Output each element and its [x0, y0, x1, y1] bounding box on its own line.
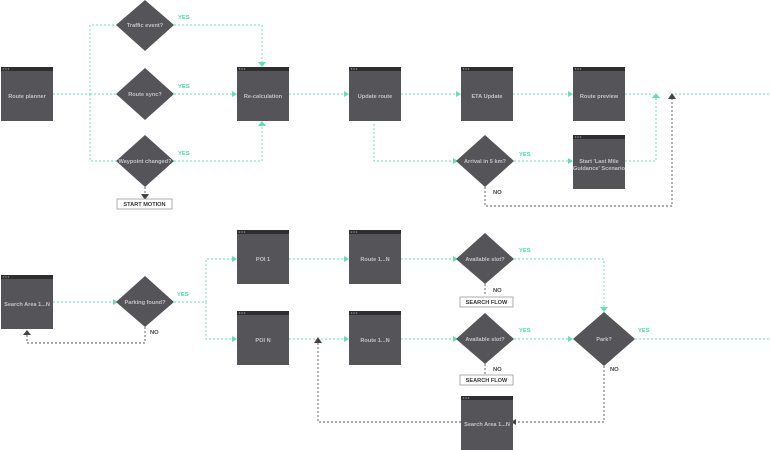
svg-text:Arrival in 5 km?: Arrival in 5 km?	[464, 159, 507, 165]
svg-text:NO: NO	[493, 190, 502, 196]
svg-text:Guidance' Scenario: Guidance' Scenario	[573, 166, 626, 172]
decision-available-slot-top[interactable]: Available slot?	[456, 233, 514, 284]
decision-arrival[interactable]: Arrival in 5 km?	[456, 135, 514, 187]
node-search-area-bottom[interactable]: Search Area 1...N	[461, 396, 513, 450]
node-route-preview[interactable]: Route preview	[573, 67, 625, 121]
svg-text:Update route: Update route	[358, 94, 393, 100]
svg-text:YES: YES	[177, 292, 189, 298]
node-last-mile-guidance[interactable]: Start 'Last Mile Guidance' Scenario	[573, 135, 626, 189]
svg-text:SEARCH FLOW: SEARCH FLOW	[466, 378, 508, 384]
svg-text:Search Area 1...N: Search Area 1...N	[464, 422, 510, 428]
branch-labels: YES YES YES YES NO YES NO YES NO YES NO …	[150, 15, 650, 373]
svg-text:Route sync?: Route sync?	[128, 92, 162, 98]
svg-text:YES: YES	[638, 328, 650, 334]
decision-route-sync[interactable]: Route sync?	[116, 68, 174, 120]
decision-available-slot-bottom[interactable]: Available slot?	[456, 313, 514, 364]
node-update-route[interactable]: Update route	[349, 67, 401, 121]
svg-text:NO: NO	[610, 367, 619, 373]
node-poi-n[interactable]: POI N	[237, 311, 289, 365]
node-route-planner[interactable]: Route planner	[1, 67, 53, 121]
decision-waypoint-changed[interactable]: Waypoint changed?	[116, 135, 174, 187]
svg-text:NO: NO	[150, 330, 159, 336]
svg-text:START MOTION: START MOTION	[123, 202, 165, 208]
svg-text:ETA Update: ETA Update	[471, 94, 502, 100]
svg-text:NO: NO	[493, 288, 502, 294]
connectors	[26, 24, 770, 423]
node-poi-1[interactable]: POI 1	[237, 230, 289, 284]
svg-text:Available slot?: Available slot?	[465, 257, 505, 263]
node-eta-update[interactable]: ETA Update	[461, 67, 513, 121]
svg-text:Start 'Last Mile: Start 'Last Mile	[579, 159, 619, 165]
svg-text:YES: YES	[178, 151, 190, 157]
arrowheads	[23, 62, 676, 425]
svg-text:Re-calculation: Re-calculation	[244, 94, 283, 100]
svg-text:Waypoint changed?: Waypoint changed?	[119, 159, 173, 165]
svg-text:Route preview: Route preview	[580, 94, 619, 100]
svg-text:SEARCH FLOW: SEARCH FLOW	[466, 300, 508, 306]
svg-text:Traffic event?: Traffic event?	[127, 23, 164, 29]
node-route-bottom[interactable]: Route 1...N	[349, 311, 401, 365]
decision-park[interactable]: Park?	[573, 312, 635, 366]
svg-text:YES: YES	[519, 328, 531, 334]
svg-text:POI 1: POI 1	[256, 257, 270, 263]
svg-text:Route planner: Route planner	[8, 94, 46, 100]
tag-search-flow-bottom[interactable]: SEARCH FLOW	[459, 374, 514, 386]
svg-text:Route 1...N: Route 1...N	[360, 338, 389, 344]
node-recalculation[interactable]: Re-calculation	[237, 67, 289, 121]
node-search-area-left[interactable]: Search Area 1...N	[1, 275, 53, 329]
svg-text:Park?: Park?	[596, 337, 612, 343]
tag-start-motion[interactable]: START MOTION	[116, 198, 173, 210]
svg-text:YES: YES	[178, 15, 190, 21]
svg-text:Parking found?: Parking found?	[124, 300, 166, 306]
decision-traffic-event[interactable]: Traffic event?	[116, 0, 174, 51]
svg-text:POI N: POI N	[255, 338, 270, 344]
tag-search-flow-top[interactable]: SEARCH FLOW	[459, 296, 514, 308]
svg-text:YES: YES	[178, 84, 190, 90]
svg-text:NO: NO	[493, 367, 502, 373]
svg-text:Available slot?: Available slot?	[465, 337, 505, 343]
svg-text:YES: YES	[519, 152, 531, 158]
decision-parking-found[interactable]: Parking found?	[116, 276, 174, 327]
svg-text:Search Area 1...N: Search Area 1...N	[4, 302, 50, 308]
svg-text:YES: YES	[519, 248, 531, 254]
svg-text:Route 1...N: Route 1...N	[360, 257, 389, 263]
node-route-top[interactable]: Route 1...N	[349, 230, 401, 284]
